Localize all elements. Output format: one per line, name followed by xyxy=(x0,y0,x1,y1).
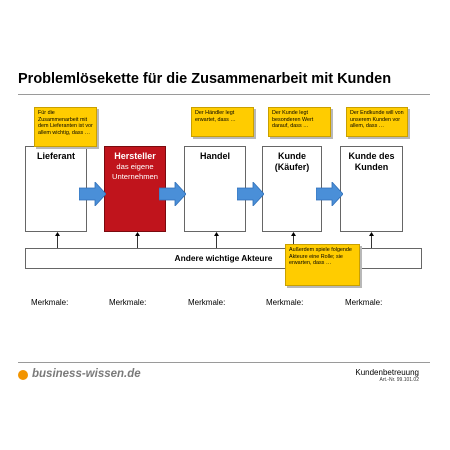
chain-box-label: Kunde des Kunden xyxy=(348,151,395,172)
right-arrow-icon xyxy=(159,182,186,206)
chain-box-lieferant: Lieferant xyxy=(25,146,87,232)
chain-box-kunde-des-kunden: Kunde des Kunden xyxy=(340,146,403,232)
merkmale-label: Merkmale: xyxy=(345,298,383,307)
chain-box-handel: Handel xyxy=(184,146,246,232)
chain-box-label: Lieferant xyxy=(36,151,75,161)
merkmale-label: Merkmale: xyxy=(266,298,304,307)
footer-topic: Kundenbetreuung xyxy=(355,368,419,377)
chain-box-sublabel: das eigene Unternehmen xyxy=(111,162,158,181)
note-akteure: Außerdem spiele folgende Akteure eine Ro… xyxy=(285,244,360,286)
footer-divider xyxy=(18,362,430,363)
other-actors-bar: Andere wichtige Akteure xyxy=(25,248,422,269)
merkmale-label: Merkmale: xyxy=(109,298,147,307)
right-arrow-icon xyxy=(79,182,106,206)
up-arrow-icon xyxy=(369,232,374,248)
logo-text: business-wissen.de xyxy=(32,368,141,380)
up-arrow-icon xyxy=(55,232,60,248)
right-arrow-icon xyxy=(316,182,343,206)
note-handel: Der Händler legt erwartet, dass … xyxy=(191,107,254,137)
page-title: Problemlösekette für die Zusammenarbeit … xyxy=(18,71,392,87)
chain-box-hersteller: Hersteller das eigene Unternehmen xyxy=(104,146,166,232)
note-endkunde: Der Endkunde will von unserem Kunden vor… xyxy=(346,107,408,137)
title-divider xyxy=(18,94,430,95)
merkmale-label: Merkmale: xyxy=(31,298,69,307)
chain-box-label: Hersteller xyxy=(114,151,156,161)
right-arrow-icon xyxy=(237,182,264,206)
chain-box-kunde: Kunde (Käufer) xyxy=(262,146,322,232)
merkmale-label: Merkmale: xyxy=(188,298,226,307)
article-number: Art.-Nr. 99.101.02 xyxy=(379,377,419,383)
up-arrow-icon xyxy=(135,232,140,248)
note-lieferant: Für die Zusammenarbeit mit dem Lieferant… xyxy=(34,107,97,147)
note-kunde: Der Kunde legt besonderen Wert darauf, d… xyxy=(268,107,331,137)
up-arrow-icon xyxy=(214,232,219,248)
chain-box-label: Kunde (Käufer) xyxy=(274,151,310,172)
footer-info: Kundenbetreuung Art.-Nr. 99.101.02 xyxy=(355,368,419,383)
logo-dot-icon xyxy=(18,370,28,380)
chain-box-label: Handel xyxy=(199,151,230,161)
